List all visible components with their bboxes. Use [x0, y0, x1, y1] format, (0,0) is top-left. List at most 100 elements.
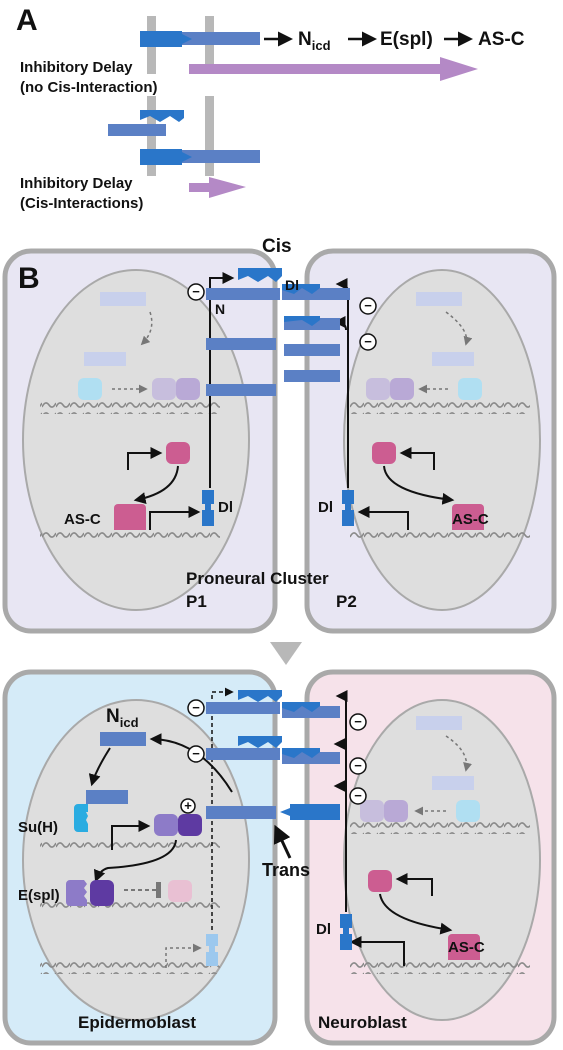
dna-icon	[40, 838, 220, 850]
svg-text:+: +	[184, 798, 192, 813]
dl-left-label: Dl	[218, 499, 233, 516]
inhibition-badge: −	[359, 333, 377, 351]
delta-ligand-icon	[340, 914, 352, 950]
suh-label: Su(H)	[18, 819, 58, 836]
svg-text:−: −	[192, 700, 200, 715]
neuroblast-label: Neuroblast	[318, 1013, 407, 1032]
inhibition-badge: −	[359, 297, 377, 315]
svg-text:−: −	[192, 746, 200, 761]
activation-arrow	[111, 820, 151, 850]
nicd-icon	[100, 732, 146, 746]
membrane-proteins-c	[206, 690, 340, 820]
delta-transport-arrow	[209, 272, 235, 488]
repression-bar-icon	[156, 882, 161, 898]
cis-interaction-icon	[108, 110, 260, 165]
nucleus-epidermoblast	[22, 699, 250, 1021]
svg-text:−: −	[364, 334, 372, 349]
delta-ligand-icon	[202, 490, 214, 526]
panel-b: B AS-C Dl	[2, 236, 557, 634]
activation-arrow	[149, 506, 201, 530]
espl-icon	[90, 880, 114, 906]
inhibition-badge: −	[349, 713, 367, 731]
espl-label: E(spl)	[18, 887, 60, 904]
transition-arrow-icon	[270, 642, 302, 665]
delta-transport-arrow	[333, 780, 347, 793]
asc-icon	[368, 870, 392, 892]
activation-arrow	[357, 506, 409, 530]
nucleus-p1	[22, 269, 250, 611]
svg-text:−: −	[364, 298, 372, 313]
activation-arrow	[127, 447, 163, 470]
cis-line1: Inhibitory Delay	[20, 175, 133, 192]
svg-text:−: −	[354, 758, 362, 773]
dl-right-label: Dl	[318, 499, 333, 516]
dashed-arrow	[140, 311, 153, 346]
pale-espl-icon	[360, 800, 384, 822]
asc-left-label: AS-C	[64, 511, 101, 528]
dashed-arrow	[211, 687, 234, 930]
pale-receptor-icon	[416, 292, 462, 306]
espl-icon	[154, 814, 178, 836]
espl-icon	[178, 814, 202, 836]
pale-receptor-icon	[84, 352, 126, 366]
pale-receptor-icon	[432, 776, 474, 790]
espl-label: E(spl)	[380, 29, 433, 50]
panel-a-label: A	[16, 4, 38, 37]
svg-text:−: −	[354, 788, 362, 803]
p1-label: P1	[186, 592, 207, 611]
panel-b-label: B	[18, 262, 40, 295]
pale-espl-icon	[366, 378, 390, 400]
panel-c: Nicd Su(H) + E(spl)	[2, 669, 557, 1046]
curved-arrow	[133, 465, 179, 504]
espl-bound-icon	[66, 880, 87, 906]
inhibition-badge: −	[349, 757, 367, 775]
asc-icon	[166, 442, 190, 464]
n-label: N	[215, 301, 225, 317]
dashed-arrow	[445, 735, 472, 772]
delta-transport-arrow	[335, 690, 348, 912]
activation-arrow	[395, 873, 433, 896]
import-arrow	[88, 747, 111, 787]
asc-label: AS-C	[448, 939, 485, 956]
pale-espl-icon	[384, 800, 408, 822]
svg-text:−: −	[192, 284, 200, 299]
trans-pointer-arrow	[273, 824, 292, 859]
short-delay-arrow	[189, 177, 246, 198]
pale-suh-icon	[456, 800, 480, 822]
trans-interaction-icon	[140, 31, 260, 47]
no-cis-line2: (no Cis-Interaction)	[20, 79, 158, 96]
asc-icon	[372, 442, 396, 464]
dashed-arrow	[445, 311, 473, 346]
inhibition-badge: −	[187, 699, 205, 717]
curved-arrow	[383, 465, 455, 505]
dl-label: Dl	[316, 921, 331, 938]
pale-suh-icon	[458, 378, 482, 400]
dna-icon	[40, 402, 220, 414]
dna-icon	[350, 402, 530, 414]
panel-a: A Nicd E(spl) AS-C Inhibitory Delay (no …	[16, 4, 525, 212]
asc-bound-icon	[452, 504, 484, 530]
nicd-label: Nicd	[298, 29, 331, 53]
delta-ligand-icon	[342, 490, 354, 526]
dna-icon	[40, 528, 220, 540]
svg-text:−: −	[354, 714, 362, 729]
pale-asc-icon	[168, 880, 192, 902]
pale-espl-icon	[390, 378, 414, 400]
trans-label: Trans	[262, 860, 310, 880]
activation-arrow	[349, 936, 405, 966]
curved-arrow	[93, 839, 177, 883]
nucleus-neuroblast	[343, 699, 541, 1021]
p2-label: P2	[336, 592, 357, 611]
pale-delta-icon	[206, 934, 218, 966]
delta-transport-arrow	[333, 738, 347, 751]
dna-icon	[350, 822, 530, 834]
nucleus-p2	[343, 269, 541, 611]
nicd-bound-icon	[86, 790, 128, 804]
membrane-proteins-b	[206, 268, 350, 396]
pale-suh-icon	[78, 378, 102, 400]
asc-label: AS-C	[478, 29, 525, 50]
curved-arrow	[379, 893, 453, 935]
asc-right-label: AS-C	[452, 511, 489, 528]
membrane-right	[205, 96, 214, 176]
